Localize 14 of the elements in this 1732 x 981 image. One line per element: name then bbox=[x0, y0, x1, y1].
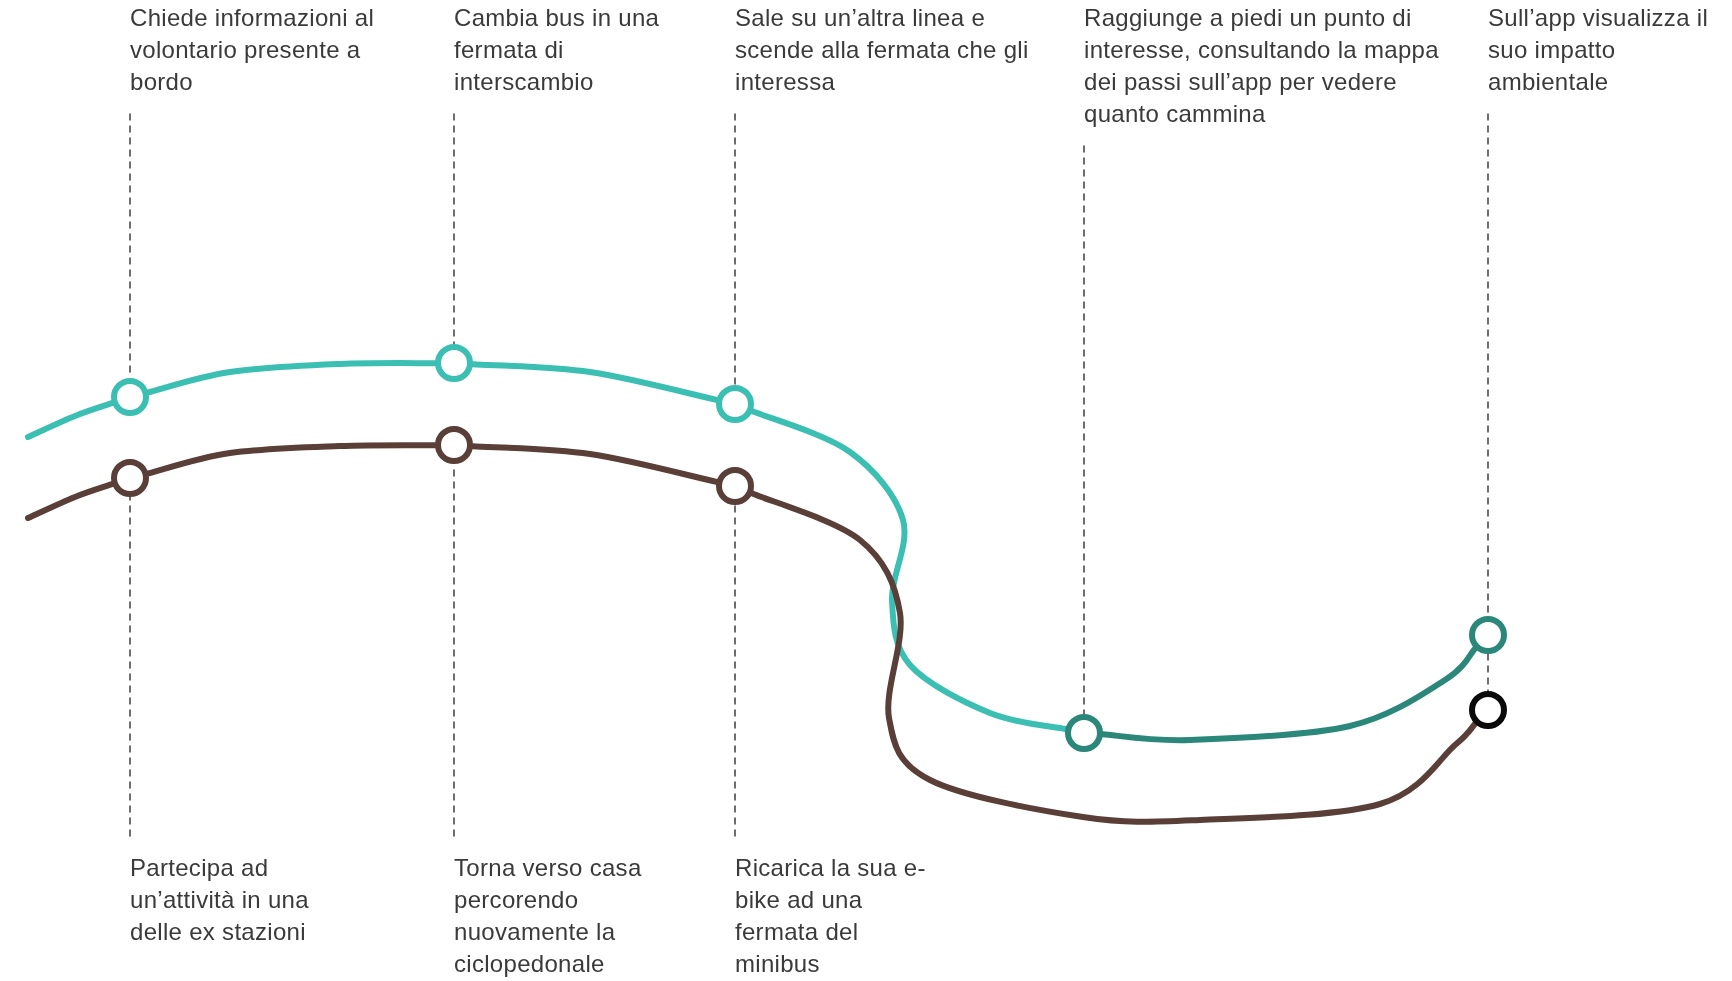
leader-line bbox=[734, 504, 736, 837]
step-description: Partecipa ad un’attività in una delle ex stazioni bbox=[130, 853, 310, 947]
step-description: Cambia bus in una fermata di interscambio bbox=[454, 3, 661, 97]
leader-line bbox=[129, 496, 131, 837]
step-description: Sale su un’altra linea e scende alla fermata che gli interessa bbox=[735, 3, 1030, 97]
step-description: Ricarica la sua e-bike ad una fermata del minibus bbox=[735, 853, 927, 979]
leader-line bbox=[734, 113, 736, 386]
step-description: Chiede informazioni al volontario presente a bordo bbox=[130, 3, 376, 97]
step-description: Raggiunge a piedi un punto di interesse, consultando la mappa dei passi sull’app per vedere quanto cammina bbox=[1084, 3, 1440, 129]
step-description: Sull’app visualizza il suo impatto ambientale bbox=[1488, 3, 1710, 97]
leader-line bbox=[1083, 145, 1085, 715]
step-description: Torna verso casa percorendo nuovamente la ciclopedonale bbox=[454, 853, 643, 979]
leader-line bbox=[453, 113, 455, 345]
leader-line bbox=[1487, 653, 1489, 692]
